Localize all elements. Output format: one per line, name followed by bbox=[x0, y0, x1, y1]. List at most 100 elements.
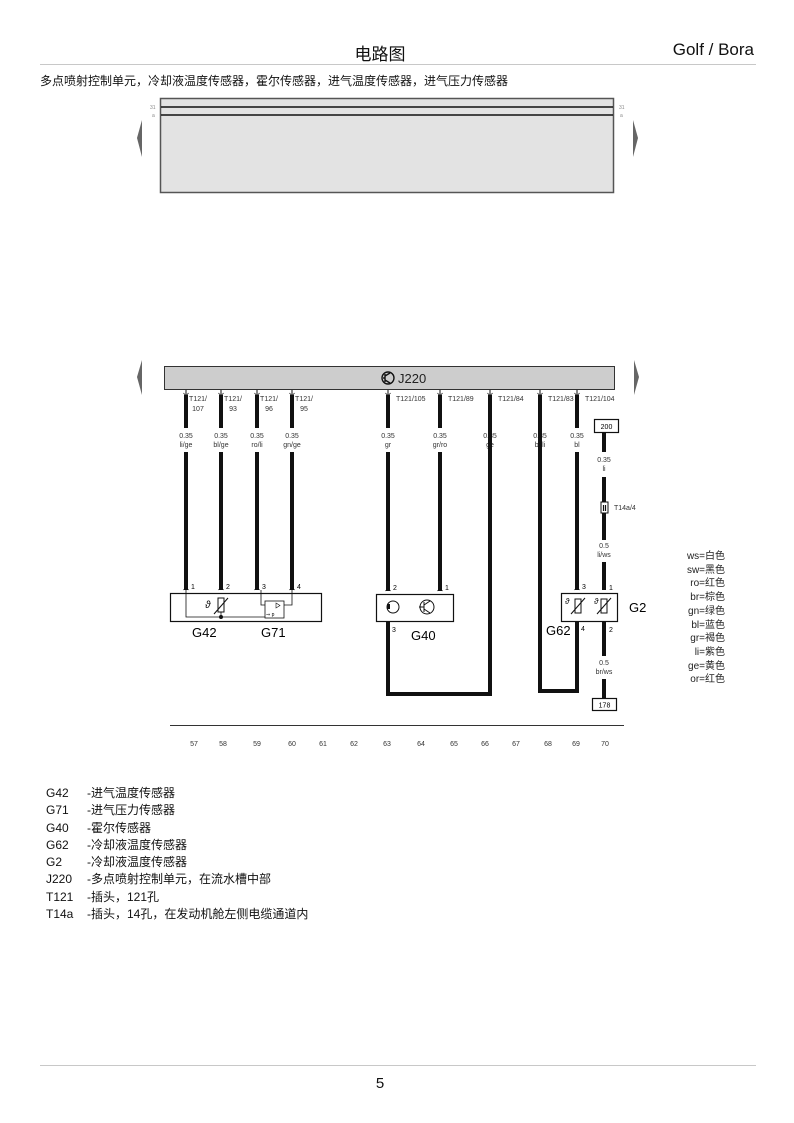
wire-pin-label: T121/ bbox=[189, 396, 207, 403]
g62-g2-housing bbox=[560, 592, 619, 623]
wire-color-code: ro/li bbox=[251, 442, 263, 449]
wire-color-code: gr/ro bbox=[433, 442, 448, 449]
g2-wire3-color: br/ws bbox=[596, 669, 613, 676]
wire-gauge: 0.35 bbox=[214, 433, 228, 440]
prev-page-arrow-icon[interactable] bbox=[137, 120, 142, 157]
wire-pin-label: T121/83 bbox=[548, 396, 574, 403]
wire-gauge: 0.35 bbox=[285, 433, 299, 440]
wire-pin-label: T121/ bbox=[295, 396, 313, 403]
wire-gauge: 0.35 bbox=[179, 433, 193, 440]
transistor-icon bbox=[381, 371, 395, 385]
top-strip: 31 a 31 a bbox=[137, 97, 638, 194]
wire-pin-label: 107 bbox=[192, 406, 204, 413]
wire-pin-label: 96 bbox=[265, 406, 273, 413]
connector-t14a-icon bbox=[600, 501, 609, 514]
ecu-label: J220 bbox=[398, 371, 426, 386]
grid-number: 70 bbox=[601, 741, 609, 748]
g71-label: G71 bbox=[261, 625, 286, 640]
wire-pin-label: T121/105 bbox=[396, 396, 426, 403]
top-strip-box bbox=[159, 97, 615, 194]
component-description: -插头，14孔，在发动机舱左侧电缆通道内 bbox=[87, 907, 309, 922]
rail-label-left-a: a bbox=[152, 113, 155, 119]
terminal-number: 2 bbox=[393, 585, 397, 592]
rail-label-left-31: 31 bbox=[150, 105, 156, 111]
color-legend-item: sw=黑色 bbox=[686, 564, 725, 576]
component-code: G42 bbox=[46, 786, 69, 800]
brand-label: Golf / Bora bbox=[672, 40, 754, 59]
prev-page-arrow-icon[interactable] bbox=[137, 360, 142, 395]
grid-number: 57 bbox=[190, 741, 198, 748]
description-row: J220-多点喷射控制单元，在流水槽中部 bbox=[46, 871, 308, 888]
thermistor-g2-icon: ϑ bbox=[594, 597, 612, 615]
wires-layer: T121/1070.35li/ge1T121/930.35bl/ge2T121/… bbox=[179, 390, 615, 592]
grid-number: 69 bbox=[572, 741, 580, 748]
grid-number: 60 bbox=[288, 741, 296, 748]
component-code: G40 bbox=[46, 820, 69, 835]
description-row: G42 -进气温度传感器 bbox=[46, 785, 308, 802]
g2-wire2-gauge: 0.5 bbox=[599, 543, 609, 550]
color-legend-item: ro=红色 bbox=[690, 578, 725, 590]
wire-color-code: li/ge bbox=[180, 442, 193, 449]
component-g40: G40 3 bbox=[375, 593, 455, 643]
component-description: -进气温度传感器 bbox=[87, 786, 175, 800]
svg-text:ϑ: ϑ bbox=[565, 597, 570, 606]
description-row: G71 -进气压力传感器 bbox=[46, 802, 308, 819]
wire-color-code: bl/ge bbox=[213, 442, 228, 449]
component-code: G71 bbox=[46, 803, 69, 818]
component-description: -插头，121孔 bbox=[87, 889, 160, 904]
ground-loop-g62 bbox=[538, 395, 579, 693]
svg-text:ϑ: ϑ bbox=[594, 597, 599, 606]
grid-number: 68 bbox=[544, 741, 552, 748]
color-legend-item: ge=黄色 bbox=[688, 660, 725, 672]
ground-loop-g40 bbox=[386, 395, 492, 696]
color-legend-item: bl=蓝色 bbox=[691, 619, 725, 631]
description-row: G2 -冷却液温度传感器 bbox=[46, 854, 308, 871]
wire-pin-label: T121/ bbox=[260, 396, 278, 403]
component-code: T121 bbox=[46, 889, 74, 904]
component-g42-g71: ϑ ⇒ p G42 G71 bbox=[169, 590, 323, 640]
g2-terminal-1: 1 bbox=[609, 585, 613, 592]
grid-number: 63 bbox=[383, 741, 391, 748]
ref-200-label: 200 bbox=[601, 424, 613, 431]
component-code: G2 bbox=[46, 855, 63, 870]
svg-text:⇒ p: ⇒ p bbox=[266, 612, 275, 618]
component-description: -进气压力传感器 bbox=[87, 803, 175, 818]
description-row: T121 -插头，121孔 bbox=[46, 889, 308, 906]
terminal-number: 3 bbox=[262, 584, 266, 591]
grid-number: 59 bbox=[253, 741, 261, 748]
color-legend-item: gn=绿色 bbox=[688, 605, 725, 617]
grid-number: 66 bbox=[481, 741, 489, 748]
rail-label-right-31: 31 bbox=[619, 105, 625, 111]
wire-pin-label: T121/104 bbox=[585, 396, 615, 403]
wire-gauge: 0.35 bbox=[381, 433, 395, 440]
thermistor-g62-icon: ϑ bbox=[565, 597, 586, 615]
description-row: G62-冷却液温度传感器 bbox=[46, 837, 308, 854]
transistor-icon bbox=[419, 599, 435, 615]
g2-wire1-gauge: 0.35 bbox=[597, 457, 611, 464]
ref-box-200 bbox=[593, 418, 620, 434]
diagram-subtitle: 多点喷射控制单元，冷却液温度传感器，霍尔传感器，进气温度传感器，进气压力传感器 bbox=[40, 74, 509, 88]
g2-terminal-2: 2 bbox=[609, 627, 613, 634]
description-row: T14a-插头，14孔，在发动机舱左侧电缆通道内 bbox=[46, 906, 308, 923]
grid-number: 62 bbox=[350, 741, 358, 748]
terminal-number: 3 bbox=[582, 584, 586, 591]
wire-gauge: 0.35 bbox=[433, 433, 447, 440]
ecu-j220: J220 bbox=[137, 360, 639, 395]
color-legend-item: gr=褐色 bbox=[690, 633, 725, 645]
wire-gauge: 0.35 bbox=[570, 433, 584, 440]
grid-number: 67 bbox=[512, 741, 520, 748]
next-page-arrow-icon[interactable] bbox=[634, 360, 639, 395]
ref-178-label: 178 bbox=[599, 703, 611, 710]
g42-label: G42 bbox=[192, 625, 217, 640]
terminal-number: 4 bbox=[297, 584, 301, 591]
grid-number: 65 bbox=[450, 741, 458, 748]
component-code: G62 bbox=[46, 837, 69, 852]
next-page-arrow-icon[interactable] bbox=[633, 120, 638, 157]
color-legend-item: li=紫色 bbox=[694, 646, 725, 658]
g2-wire2-color: li/ws bbox=[597, 552, 611, 559]
component-description: -冷却液温度传感器 bbox=[87, 855, 187, 870]
